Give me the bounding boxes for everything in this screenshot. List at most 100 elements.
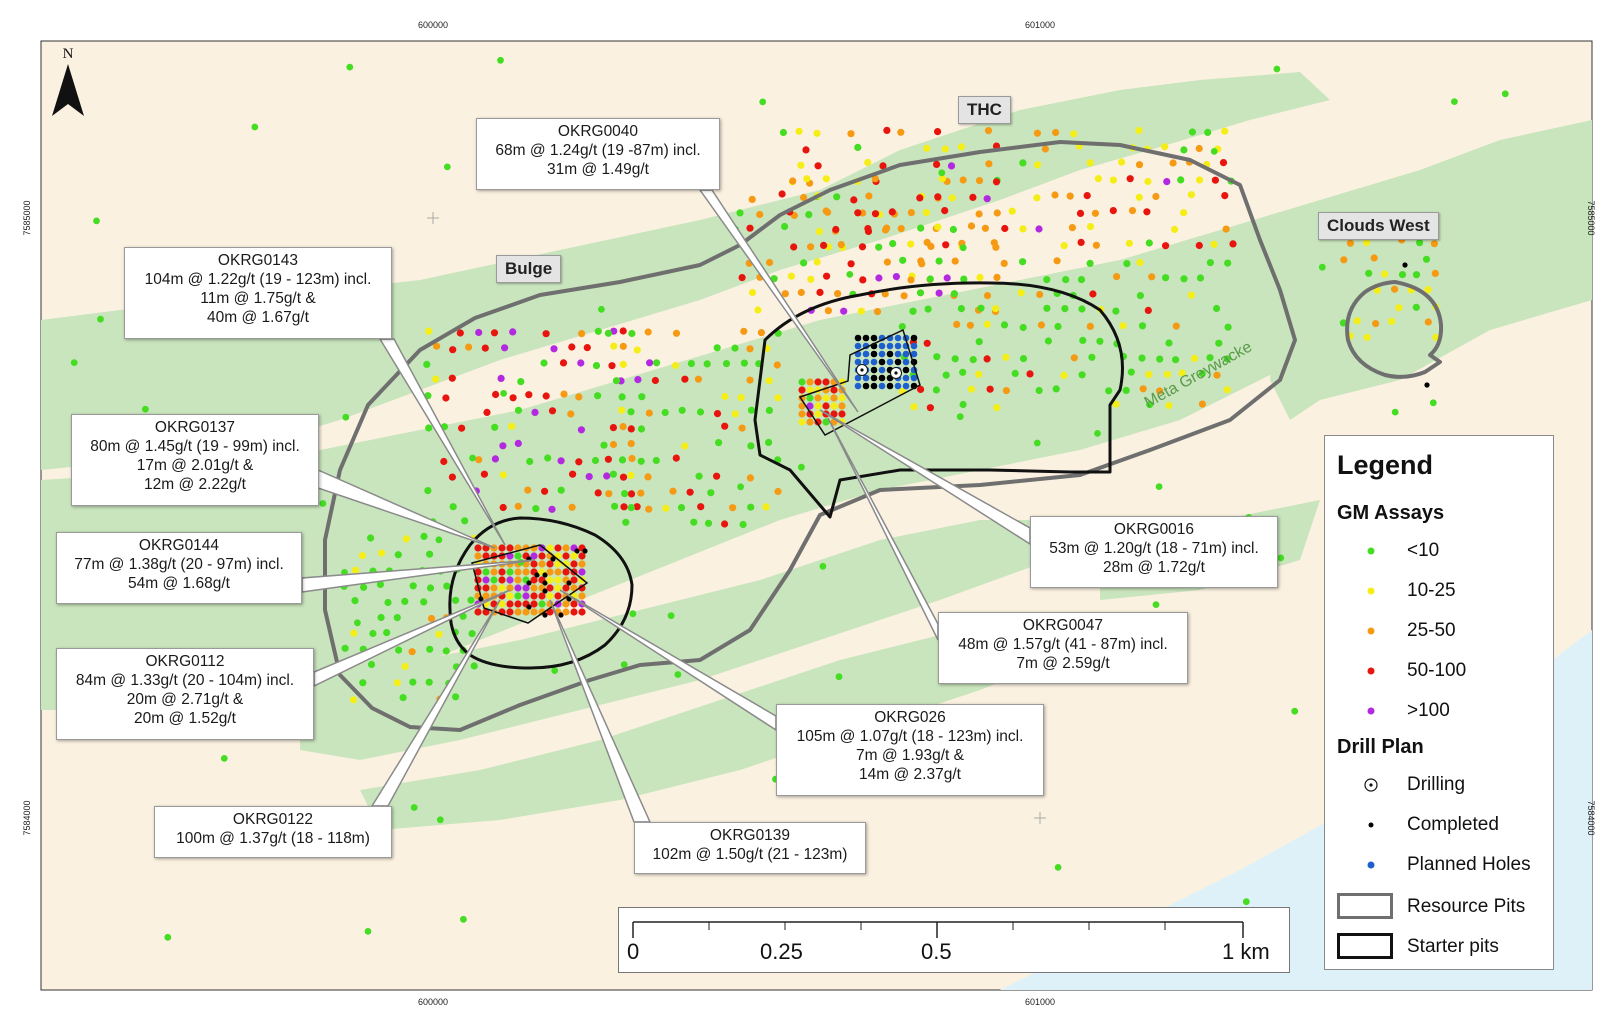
assay-dot <box>638 393 646 401</box>
completed-dot <box>566 596 572 602</box>
assay-dot <box>1119 322 1127 330</box>
northing-label-right-7585000: 7585000 <box>1586 200 1596 235</box>
assay-dot <box>1187 291 1195 299</box>
callout-line: 84m @ 1.33g/t (20 - 104m) incl. <box>75 672 295 689</box>
legend-item-label: >100 <box>1407 700 1450 721</box>
regional-sample-dot <box>1210 148 1218 155</box>
assay-dot <box>448 374 456 382</box>
assay-dot <box>452 693 460 701</box>
assay-dot <box>577 426 586 434</box>
assay-dot <box>420 532 428 541</box>
assay-dot <box>557 457 565 465</box>
drill-dot <box>546 584 554 592</box>
callout-line: 105m @ 1.07g/t (18 - 123m) incl. <box>796 728 1024 745</box>
drill-dot <box>498 584 506 592</box>
assay-dot <box>899 256 907 264</box>
assay-dot <box>1430 240 1438 248</box>
drill-plan-dot <box>902 382 910 390</box>
drill-plan-dot <box>870 358 878 366</box>
assay-dot <box>907 209 916 217</box>
assay-dot <box>933 353 941 361</box>
assay-dot <box>376 580 384 589</box>
assay-dot <box>871 175 879 183</box>
assay-dot <box>426 584 435 592</box>
callout-okrg0122: OKRG0122 100m @ 1.37g/t (18 - 118m) <box>154 806 392 858</box>
assay-dot <box>847 130 855 138</box>
drill-plan-dot <box>854 382 862 390</box>
drill-dot <box>482 576 490 584</box>
assay-dot <box>645 409 653 417</box>
completed-dot <box>542 580 548 586</box>
callout-line: 17m @ 2.01g/t & <box>136 457 254 474</box>
assay-dot <box>394 551 402 559</box>
legend-item-gt100: >100 <box>1325 696 1553 726</box>
assay-dot <box>814 162 822 170</box>
assay-dot <box>1372 320 1380 328</box>
assay-dot <box>358 552 366 560</box>
legend-item-label: Completed <box>1407 814 1499 835</box>
drill-dot <box>514 584 522 592</box>
assay-dot <box>1019 355 1028 363</box>
assay-dot <box>881 290 889 298</box>
drill-dot <box>798 386 806 394</box>
assay-dot <box>865 192 873 200</box>
assay-dot <box>443 582 451 590</box>
assay-dot <box>432 375 440 383</box>
assay-dot <box>501 344 509 352</box>
regional-sample-dot <box>142 405 149 413</box>
drill-dot <box>482 608 490 616</box>
completed-dot <box>542 588 548 594</box>
drill-dot <box>554 592 562 600</box>
assay-dot <box>1204 128 1212 136</box>
assay-dot <box>746 345 754 353</box>
assay-dot <box>1422 255 1431 263</box>
callout-okrg0047: OKRG0047 48m @ 1.57g/t (41 - 87m) incl. … <box>938 612 1188 684</box>
regional-sample-dot <box>1152 601 1160 608</box>
assay-dot <box>1036 290 1044 299</box>
assay-dot <box>721 520 729 528</box>
assay-dot <box>483 408 491 416</box>
callout-okrg0016: OKRG0016 53m @ 1.20g/t (18 - 71m) incl. … <box>1030 516 1278 588</box>
drill-plan-dot <box>902 358 910 366</box>
regional-sample-dot <box>956 413 964 421</box>
assay-dot <box>879 162 887 170</box>
assay-dot <box>653 359 661 367</box>
drill-dot <box>474 568 482 576</box>
assay-dot <box>983 320 991 328</box>
callout-line: 20m @ 1.52g/t <box>134 710 236 727</box>
legend-item-label: Starter pits <box>1407 936 1499 957</box>
completed-dot <box>550 556 556 562</box>
drill-dot <box>530 592 538 600</box>
assay-dot <box>618 456 627 464</box>
assay-dot <box>969 356 977 364</box>
legend-item-50-100: 50-100 <box>1325 656 1553 686</box>
assay-dot <box>449 346 457 354</box>
legend-item-resource-pits: Resource Pits <box>1325 888 1553 924</box>
assay-dot <box>729 504 737 512</box>
drill-dot <box>814 410 822 418</box>
drill-plan-dot <box>878 366 886 374</box>
callout-okrg0137: OKRG0137 80m @ 1.45g/t (19 - 99m) incl. … <box>71 414 319 506</box>
drill-dot <box>530 608 538 616</box>
assay-dot <box>762 503 770 511</box>
assay-dot <box>765 438 773 446</box>
assay-dot <box>934 223 942 231</box>
assay-dot <box>807 243 815 251</box>
assay-dot <box>1002 353 1010 361</box>
drill-dot <box>562 544 570 552</box>
assay-dot <box>627 504 635 512</box>
leader-okrg0143 <box>378 338 506 546</box>
regional-sample-dot <box>1054 864 1062 871</box>
regional-sample-dot <box>93 217 100 225</box>
easting-label-bottom-601000: 601000 <box>1025 997 1055 1007</box>
assay-dot <box>1043 276 1051 284</box>
assay-dot <box>934 128 942 136</box>
legend-assays-title: GM Assays <box>1337 502 1445 524</box>
assay-dot <box>1088 353 1096 361</box>
assay-dot <box>610 342 618 350</box>
drill-plan-dot <box>878 358 886 366</box>
assay-dot <box>542 330 550 338</box>
assay-dot <box>779 128 788 137</box>
drill-plan-dot <box>910 334 918 342</box>
assay-dot <box>425 327 433 335</box>
